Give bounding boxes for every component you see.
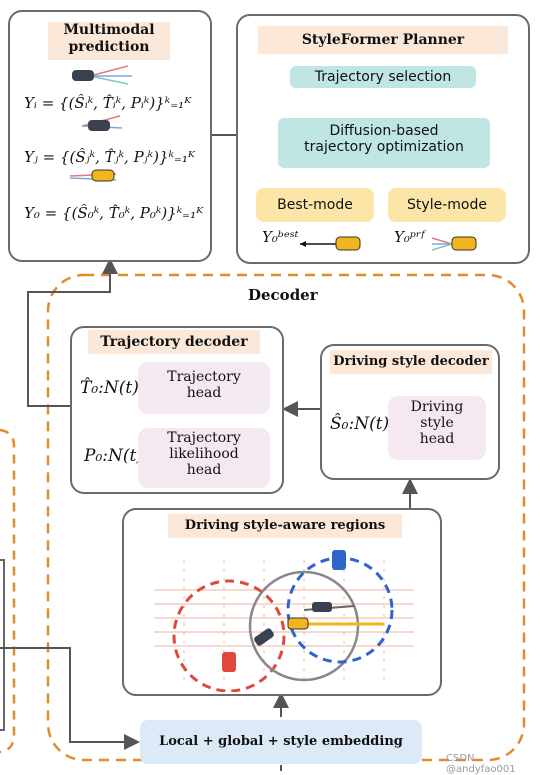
y-prf-label: Y₀ᵖʳᶠ xyxy=(394,228,425,246)
multimodal-title-line1: Multimodal xyxy=(63,22,155,38)
regions-title: Driving style-aware regions xyxy=(168,514,402,538)
diffusion-line2: trajectory optimization xyxy=(304,139,464,155)
likelihood-head-line2: likelihood xyxy=(169,446,239,462)
likelihood-head-box: Trajectory likelihood head xyxy=(138,428,270,488)
embedding-box: Local + global + style embedding xyxy=(140,720,422,764)
red-style-region xyxy=(172,579,286,692)
arrow-left-to-embedding xyxy=(0,647,140,750)
car-i-icon xyxy=(72,65,132,85)
arrow-decoder-to-multimodal xyxy=(27,258,118,407)
diffusion-optimization-box: Diffusion-based trajectory optimization xyxy=(278,118,490,168)
style-symbol: Ŝ₀:N(t)ᵏ xyxy=(330,414,396,434)
diffusion-line1: Diffusion-based xyxy=(329,123,439,139)
planner-title: StyleFormer Planner xyxy=(258,26,508,54)
style-head-line2: style xyxy=(420,415,454,431)
equation-y-0: Y₀ = {(Ŝ₀ᵏ, T̂₀ᵏ, P₀ᵏ)}ᵏ₌₁ᴷ xyxy=(24,204,204,222)
decoder-title: Decoder xyxy=(248,286,318,304)
trajectory-symbol: T̂₀:N(t)ᵏ xyxy=(80,378,146,398)
watermark: CSDN @andyfao001 xyxy=(446,753,516,775)
style-head-line1: Driving xyxy=(410,399,464,415)
trajectory-head-box: Trajectory head xyxy=(138,362,270,414)
red-car-icon xyxy=(222,652,236,672)
equation-y-j: Yⱼ = {(Ŝⱼᵏ, T̂ⱼᵏ, Pⱼᵏ)}ᵏ₌₁ᴷ xyxy=(24,148,195,166)
trajectory-head-line1: Trajectory xyxy=(167,369,241,385)
driving-style-decoder-title: Driving style decoder xyxy=(330,350,492,374)
arrow-regions-to-style xyxy=(330,478,418,511)
driving-style-head-box: Driving style head xyxy=(388,396,486,460)
ego-car-icon xyxy=(287,617,309,630)
style-mode-car-icon xyxy=(431,236,477,251)
multimodal-car-icons xyxy=(69,65,132,182)
car-j-icon xyxy=(81,115,123,131)
left-dashed-panel xyxy=(0,428,16,754)
y-best-label: Y₀ᵇᵉˢᵗ xyxy=(262,228,299,246)
style-mode-box: Style-mode xyxy=(388,188,506,222)
grey-car-icon xyxy=(312,602,332,612)
dark-car-icon xyxy=(254,628,274,646)
regions-illustration xyxy=(154,550,414,692)
best-mode-box: Best-mode xyxy=(256,188,374,222)
motion-arrow-field xyxy=(154,560,414,680)
style-head-line3: head xyxy=(419,431,455,447)
likelihood-head-line1: Trajectory xyxy=(167,430,241,446)
blue-car-icon xyxy=(332,550,346,570)
multimodal-title: Multimodal prediction xyxy=(48,22,170,60)
equation-y-i: Yᵢ = {(Ŝᵢᵏ, T̂ᵢᵏ, Pᵢᵏ)}ᵏ₌₁ᴷ xyxy=(24,94,192,112)
likelihood-symbol: P₀:N(t)ᵏ xyxy=(84,446,150,466)
likelihood-head-line3: head xyxy=(186,462,222,478)
left-grey-panel xyxy=(0,559,5,731)
trajectory-decoder-title: Trajectory decoder xyxy=(88,330,260,354)
best-mode-car-icon xyxy=(300,236,361,251)
trajectory-head-line2: head xyxy=(186,385,222,401)
driving-style-regions-panel xyxy=(122,508,442,696)
car-0-icon xyxy=(69,169,117,182)
trajectory-selection-box: Trajectory selection xyxy=(290,66,476,88)
grey-style-region xyxy=(248,570,360,682)
multimodal-title-line2: prediction xyxy=(68,39,150,55)
